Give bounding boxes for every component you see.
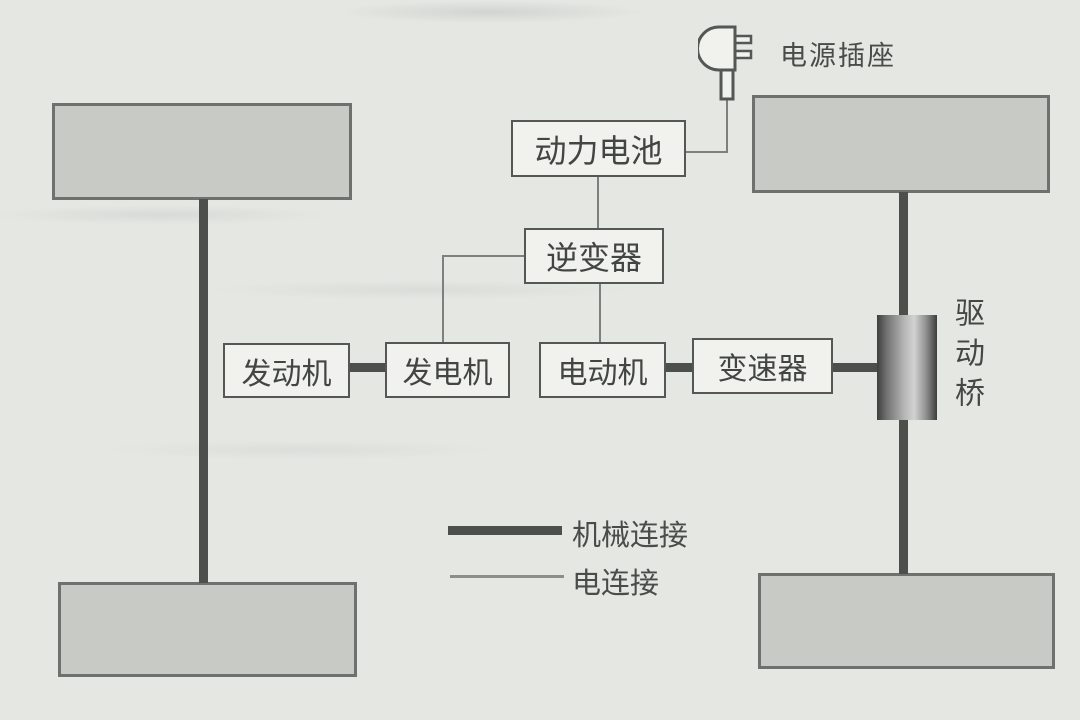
motor-node: 电动机 — [539, 342, 666, 398]
power-outlet-label: 电源插座 — [780, 41, 896, 71]
mechanical-link-transmission-driveaxle — [833, 363, 878, 372]
power-plug-icon — [698, 25, 753, 101]
electrical-link-inverter-generator-vertical — [442, 255, 444, 342]
left-axle-shaft — [199, 199, 208, 583]
front-left-wheel — [52, 103, 352, 200]
inverter-label: 逆变器 — [545, 240, 642, 276]
electrical-link-battery-outlet-vertical — [726, 100, 728, 153]
electrical-link-inverter-generator-horizontal — [442, 255, 524, 257]
drive-axle-label: 驱动桥 — [950, 297, 983, 417]
front-right-wheel — [752, 95, 1050, 193]
motor-label: 电动机 — [557, 357, 648, 390]
electrical-link-battery-outlet-horizontal — [686, 151, 728, 153]
mechanical-link-motor-transmission — [666, 363, 692, 372]
right-axle-shaft-upper — [899, 192, 908, 318]
battery-label: 动力电池 — [534, 132, 663, 169]
inverter-node: 逆变器 — [524, 228, 664, 284]
battery-node: 动力电池 — [511, 120, 686, 177]
rear-left-wheel — [58, 582, 357, 677]
transmission-node: 变速器 — [692, 338, 833, 394]
transmission-label: 变速器 — [717, 353, 808, 386]
generator-label: 发电机 — [402, 357, 493, 390]
right-axle-shaft-lower — [899, 419, 908, 574]
electrical-link-inverter-motor — [599, 284, 601, 342]
legend-mechanical-label: 机械连接 — [572, 520, 689, 552]
legend-electrical-label: 电连接 — [572, 568, 660, 600]
electrical-link-battery-inverter — [597, 177, 599, 228]
drive-axle-cylinder — [877, 315, 937, 420]
generator-node: 发电机 — [385, 342, 510, 398]
engine-node: 发动机 — [223, 343, 350, 398]
engine-label: 发动机 — [241, 357, 332, 391]
mechanical-link-engine-generator — [350, 363, 385, 372]
legend-electrical-line-sample — [450, 575, 564, 578]
legend-mechanical-line-sample — [448, 526, 562, 535]
rear-right-wheel — [758, 573, 1055, 669]
